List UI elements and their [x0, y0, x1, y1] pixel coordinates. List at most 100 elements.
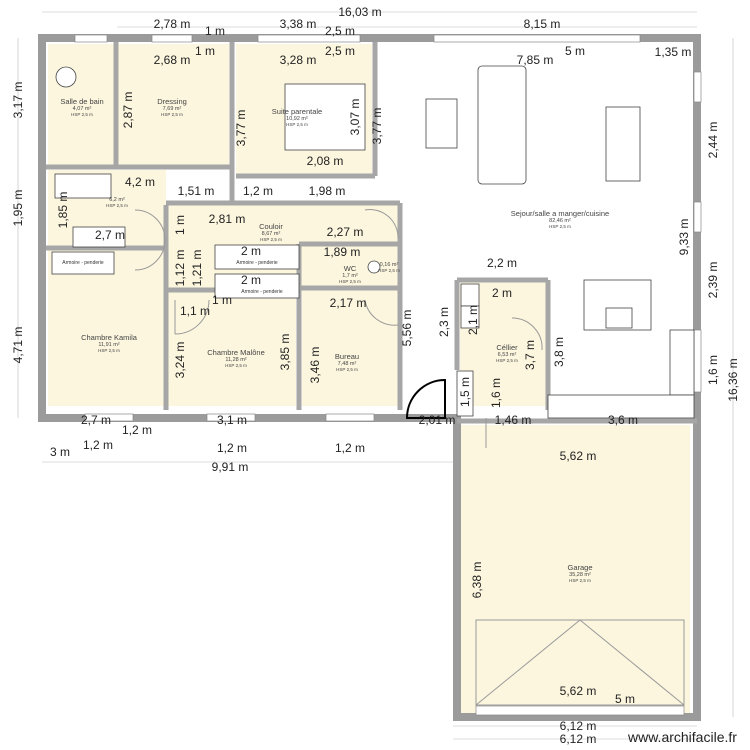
window — [151, 34, 193, 43]
dimension-label: 1 m — [204, 24, 226, 38]
cooktop-icon — [605, 307, 633, 329]
dimension-label: 2,7 m — [94, 228, 126, 242]
window — [693, 329, 702, 393]
dimension-label: 5,56 m — [400, 309, 414, 347]
dimension-label: 1,2 m — [121, 423, 153, 437]
dimension-label: 1,51 m — [177, 184, 215, 198]
toilet-icon — [367, 260, 381, 274]
door-swings — [134, 209, 543, 448]
garage-door-swing — [475, 619, 685, 706]
room-hsp: HSP 2,5 m — [336, 367, 358, 372]
dimension-label: 2,68 m — [153, 53, 191, 67]
furniture — [51, 65, 695, 419]
bed — [284, 83, 366, 151]
room-area: 82,46 m² — [549, 218, 571, 224]
wardrobe — [51, 251, 115, 275]
room-hsp: HSP 2,5 m — [339, 279, 361, 284]
dimension-label: 1,2 m — [82, 438, 114, 452]
closet — [214, 244, 300, 270]
dimension-label: 3,8 m — [552, 336, 566, 368]
watermark: www.archifacile.fr — [628, 729, 737, 745]
cabinet — [456, 370, 474, 417]
fill-dressing — [117, 44, 229, 166]
dimension-label: 3,38 m — [279, 17, 317, 31]
closet — [214, 273, 300, 299]
outer-walls — [38, 34, 701, 721]
room-name: Dressing — [157, 97, 187, 106]
fill-chambre-malone — [168, 292, 296, 406]
dimension-label: 1,5 m — [458, 376, 472, 408]
window — [693, 201, 702, 233]
window — [433, 34, 641, 43]
room-name: Garage — [567, 563, 593, 572]
dimension-label: 3,6 m — [607, 413, 639, 427]
dimension-label: 1,2 m — [242, 184, 274, 198]
dimension-label: 5,62 m — [559, 449, 597, 463]
room-area: 11,28 m² — [225, 357, 247, 363]
room-hsp: HSP 2,5 m — [71, 112, 93, 117]
sink-icon — [55, 66, 77, 88]
dimension-label: 1,6 m — [489, 377, 503, 409]
room-hsp: HSP 2,5 m — [286, 122, 308, 127]
dining-table — [605, 106, 641, 182]
double-sink — [72, 226, 126, 248]
room-name: WC — [343, 264, 357, 273]
room-fills — [48, 44, 690, 713]
rug — [425, 98, 458, 149]
dimension-label: 6,12 m — [559, 719, 597, 733]
closet-label: Armoire - penderie — [236, 260, 278, 266]
room-area: 10,92 m² — [286, 116, 308, 122]
room-area: 7,48 m² — [337, 361, 357, 367]
dimension-label: 2,27 m — [326, 225, 364, 239]
fill-chambre-kamila — [48, 250, 164, 406]
sofa — [477, 65, 527, 185]
dimension-label: 2,7 m — [80, 413, 112, 427]
dimension-label: 2 m — [240, 273, 262, 287]
dimension-label: 16,36 m — [726, 358, 740, 402]
dryer — [460, 305, 480, 329]
window — [206, 413, 256, 422]
dimension-label: 1,1 m — [179, 304, 211, 318]
dimension-label: 1,46 m — [494, 413, 532, 427]
dimension-label: 3,17 m — [11, 81, 25, 119]
dimension-label: 2,1 m — [466, 304, 480, 336]
dimension-label: 2,39 m — [706, 261, 720, 299]
dimension-label: 16,03 m — [338, 5, 382, 19]
closet-label: Armoire - penderie — [241, 289, 283, 295]
entrance-door[interactable] — [405, 378, 446, 419]
dimension-label: 2,3 m — [437, 306, 451, 338]
room-area: 0,16 m² — [379, 262, 399, 268]
dimension-label: 1,21 m — [190, 249, 204, 287]
dimension-label: 3,7 m — [523, 339, 537, 371]
dimension-label: 2,5 m — [324, 44, 356, 58]
dimension-label: 5,62 m — [559, 684, 597, 698]
room-hsp: HSP 2,5 m — [98, 348, 120, 353]
dimension-label: 2 m — [240, 244, 262, 258]
dimension-label: 2,87 m — [121, 91, 135, 129]
dimension-label: 2,2 m — [486, 256, 518, 270]
window — [84, 413, 134, 422]
room-hsp: HSP 2,5 m — [496, 358, 518, 363]
dimension-label: 2,44 m — [706, 121, 720, 159]
room-name: Salle de bain — [60, 97, 104, 106]
dimension-label: 2 m — [491, 286, 513, 300]
garage-door — [475, 705, 685, 716]
room-name: Suite parentale — [271, 107, 323, 116]
window — [325, 413, 375, 422]
room-hsp: HSP 2,5 m — [569, 578, 591, 583]
dimension-label: 1,89 m — [323, 245, 361, 259]
dimension-label: 1,12 m — [173, 249, 187, 287]
dimension-label: 2,78 m — [153, 17, 191, 31]
dimension-lines — [17, 11, 734, 740]
room-area: 7,69 m² — [162, 106, 182, 112]
closet-label: Armoire - penderie — [62, 260, 104, 266]
fill-salle-de-bain — [48, 44, 114, 166]
